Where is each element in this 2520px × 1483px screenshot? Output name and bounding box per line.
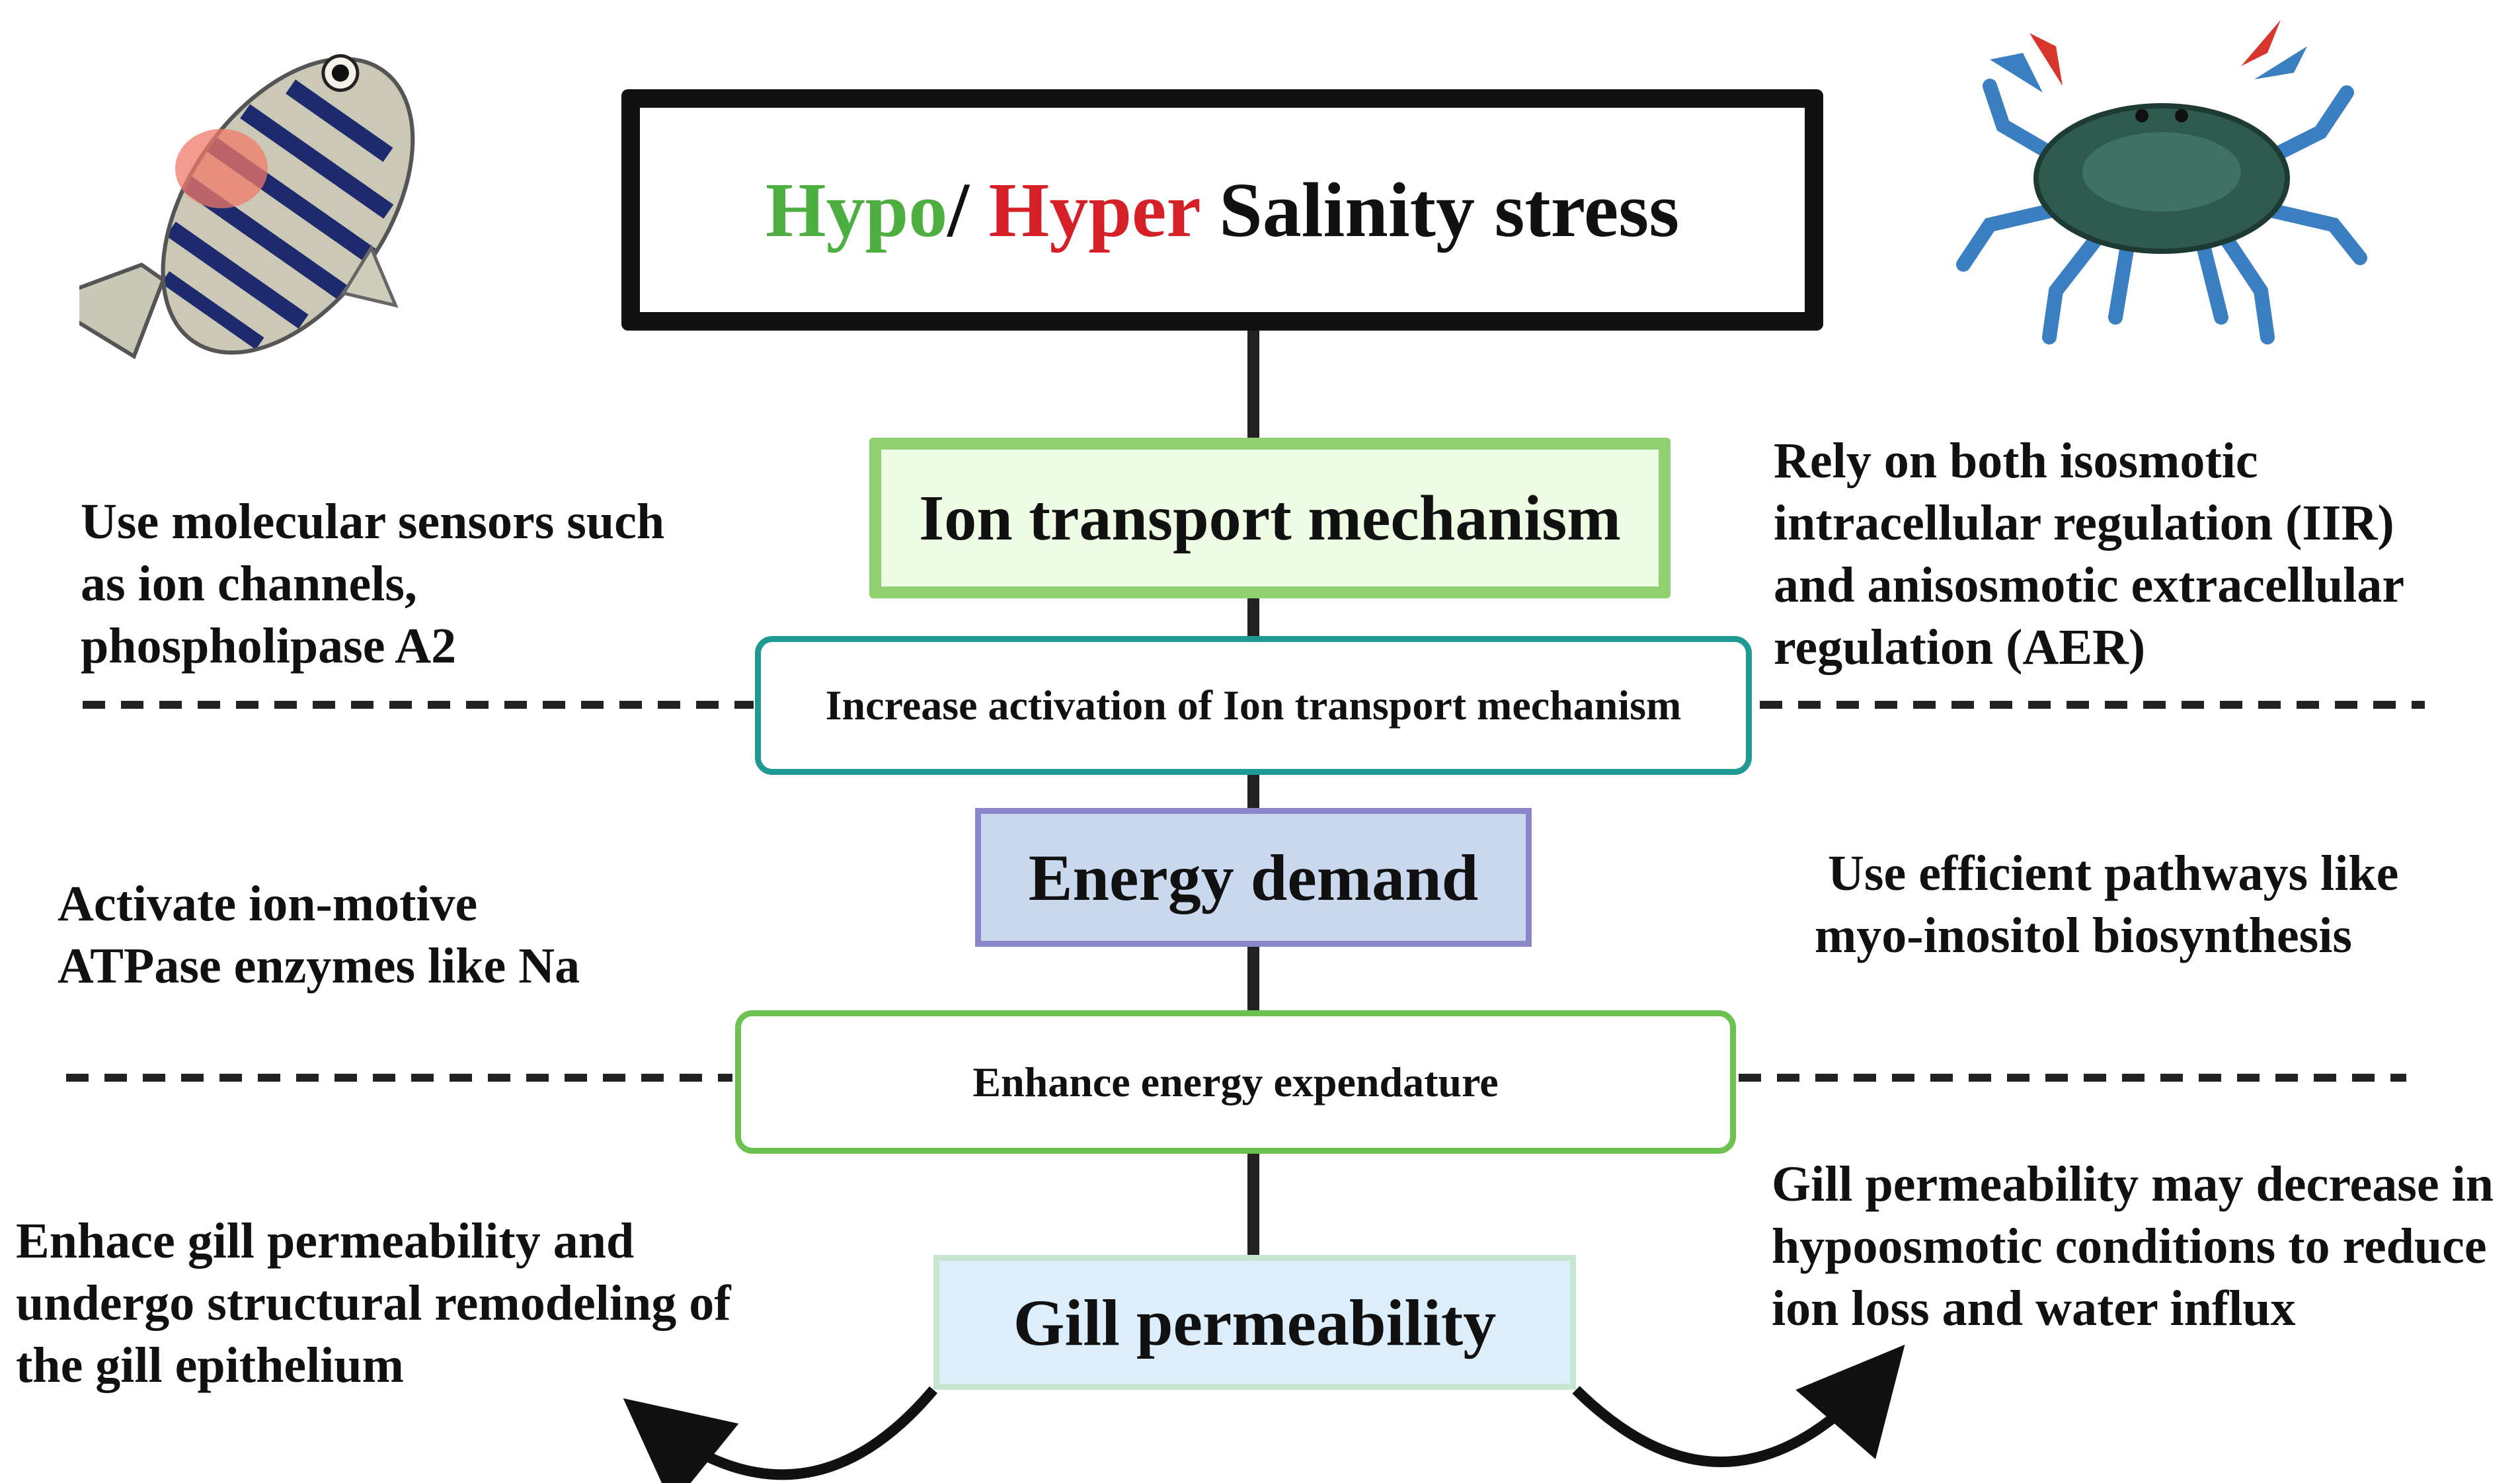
- crab-note-regulation-line-4: regulation (AER): [1774, 620, 2146, 675]
- crab-note-pathways-line-2: myo-inositol biosynthesis: [1815, 908, 2352, 963]
- curved-arrow-right: [1572, 1344, 1905, 1467]
- enhance-energy-box: Enhance energy expendature: [735, 1010, 1736, 1154]
- fish-note-sensors-line-3: phospholipase A2: [81, 618, 457, 674]
- crab-note-regulation-line-2: intracellular regulation (IIR): [1774, 495, 2394, 551]
- crab-note-gill: Gill permeability may decrease in hypoos…: [1772, 1153, 2494, 1340]
- fish-note-atpase: Activate ion-motive ATPase enzymes like …: [58, 873, 580, 997]
- blue-crab-illustration: [1956, 20, 2367, 344]
- ion-transport-box: Ion transport mechanism: [869, 438, 1671, 598]
- crab-note-gill-line-3: ion loss and water influx: [1772, 1281, 2296, 1336]
- fish-note-atpase-line-1: Activate ion-motive: [58, 876, 478, 932]
- crab-note-gill-line-1: Gill permeability may decrease in: [1772, 1156, 2494, 1212]
- crab-note-pathways: Use efficient pathways like myo-inositol…: [1815, 842, 2398, 967]
- crab-note-gill-line-2: hypoosmotic conditions to reduce: [1772, 1219, 2487, 1274]
- ion-transport-label: Ion transport mechanism: [919, 482, 1621, 554]
- title-hypo: Hypo: [765, 166, 948, 253]
- increase-activation-label: Increase activation of Ion transport mec…: [825, 682, 1682, 729]
- fish-note-atpase-line-2: ATPase enzymes like Na: [58, 938, 580, 994]
- crab-note-pathways-line-1: Use efficient pathways like: [1828, 846, 2399, 901]
- fish-note-gill: Enhace gill permeability and undergo str…: [16, 1210, 731, 1396]
- energy-demand-label: Energy demand: [1028, 840, 1479, 914]
- enhance-energy-label: Enhance energy expendature: [972, 1058, 1499, 1105]
- gill-permeability-box: Gill permeability: [933, 1255, 1576, 1390]
- crab-note-regulation-line-1: Rely on both isosmotic: [1774, 433, 2258, 489]
- page-title: Hypo/ Hyper Salinity stress: [766, 165, 1679, 255]
- fish-note-gill-line-3: the gill epithelium: [16, 1338, 404, 1393]
- title-hyper: Hyper: [988, 166, 1200, 253]
- increase-activation-box: Increase activation of Ion transport mec…: [755, 636, 1752, 775]
- fish-note-sensors: Use molecular sensors such as ion channe…: [81, 491, 664, 677]
- fish-note-sensors-line-1: Use molecular sensors such: [81, 494, 665, 549]
- gill-permeability-label: Gill permeability: [1013, 1285, 1497, 1359]
- crab-note-regulation: Rely on both isosmotic intracellular reg…: [1774, 430, 2404, 678]
- curved-arrow-left: [623, 1386, 938, 1483]
- fish-note-gill-line-1: Enhace gill permeability and: [16, 1213, 635, 1269]
- title-rest: Salinity stress: [1219, 166, 1680, 253]
- title-box: Hypo/ Hyper Salinity stress: [621, 89, 1823, 331]
- fish-note-sensors-line-2: as ion channels,: [81, 556, 417, 612]
- fish-note-gill-line-2: undergo structural remodeling of: [16, 1275, 731, 1331]
- energy-demand-box: Energy demand: [975, 808, 1532, 947]
- crab-note-regulation-line-3: and anisosmotic extracellular: [1774, 557, 2405, 613]
- title-slash: /: [947, 166, 970, 253]
- striped-fish-illustration: [79, 54, 415, 360]
